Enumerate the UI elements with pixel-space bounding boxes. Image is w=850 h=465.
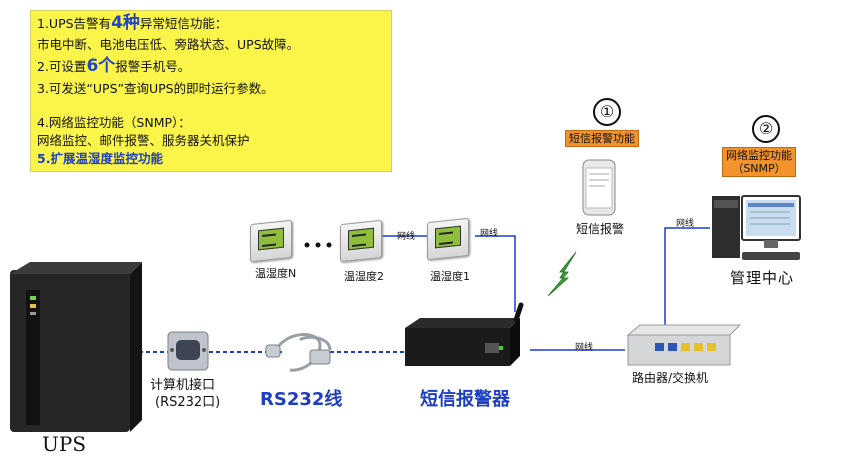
wire-label: 网线 [575, 343, 594, 353]
sensor-2-icon [340, 219, 382, 263]
sensor-n-icon [250, 219, 292, 263]
sensor-1-icon [427, 217, 469, 261]
mobile-phone-icon [582, 159, 616, 216]
feature2-number: ② [752, 115, 780, 143]
sms-alarm-device-label: 短信报警器 [420, 389, 510, 410]
sensor-1-label: 温湿度1 [430, 270, 470, 283]
info-line-6: 网络监控、邮件报警、服务器关机保护 [37, 133, 250, 148]
ellipsis-dot [326, 242, 332, 248]
info-line-1: 1.UPS告警有4种异常短信功能： [37, 13, 228, 33]
sensor-network-wire [475, 235, 516, 312]
router-label: 路由器/交换机 [632, 371, 709, 385]
ellipsis-dot [315, 242, 321, 248]
feature2-tag: 网络监控功能 （SNMP） [722, 147, 796, 177]
sensor-n-label: 温湿度N [255, 267, 297, 280]
serial-port-label: 计算机接口 [150, 378, 216, 393]
wireless-signal-icon [547, 251, 577, 297]
info-line-2: 市电中断、电池电压低、旁路状态、UPS故障。 [37, 37, 300, 52]
feature1-number: ① [593, 98, 621, 126]
ellipsis-dot [304, 242, 310, 248]
router-icon [626, 324, 742, 366]
management-center-label: 管理中心 [730, 269, 795, 287]
ups-label: UPS [42, 432, 87, 456]
info-box: 1.UPS告警有4种异常短信功能： 市电中断、电池电压低、旁路状态、UPS故障。… [30, 10, 392, 172]
sensor-2-label: 温湿度2 [344, 270, 384, 283]
wire-label: 网线 [397, 232, 416, 242]
info-line-7: 5.扩展温湿度监控功能 [37, 151, 163, 166]
rs232-cable-icon [265, 333, 332, 372]
info-line-5: 4.网络监控功能（SNMP）： [37, 115, 191, 130]
serial-port-icon [167, 331, 209, 371]
rs232-cable-label: RS232线 [260, 389, 343, 410]
feature2-tag-line1: 网络监控功能 [726, 149, 792, 162]
management-pc-icon [712, 195, 801, 260]
sms-alarm-label: 短信报警 [576, 222, 625, 236]
info-line-4: 3.可发送“UPS”查询UPS的即时运行参数。 [37, 81, 274, 96]
wire-label: 网线 [480, 229, 499, 239]
ups-device-icon [10, 262, 142, 432]
router-pc-wire [664, 227, 710, 335]
feature1-tag: 短信报警功能 [565, 130, 639, 147]
sms-alarm-device-icon [405, 302, 524, 366]
feature2-tag-line2: （SNMP） [732, 162, 786, 175]
info-line-3: 2.可设置6个报警手机号。 [37, 56, 191, 76]
serial-port-sublabel: (RS232口) [155, 395, 221, 410]
wire-label: 网线 [676, 219, 695, 229]
